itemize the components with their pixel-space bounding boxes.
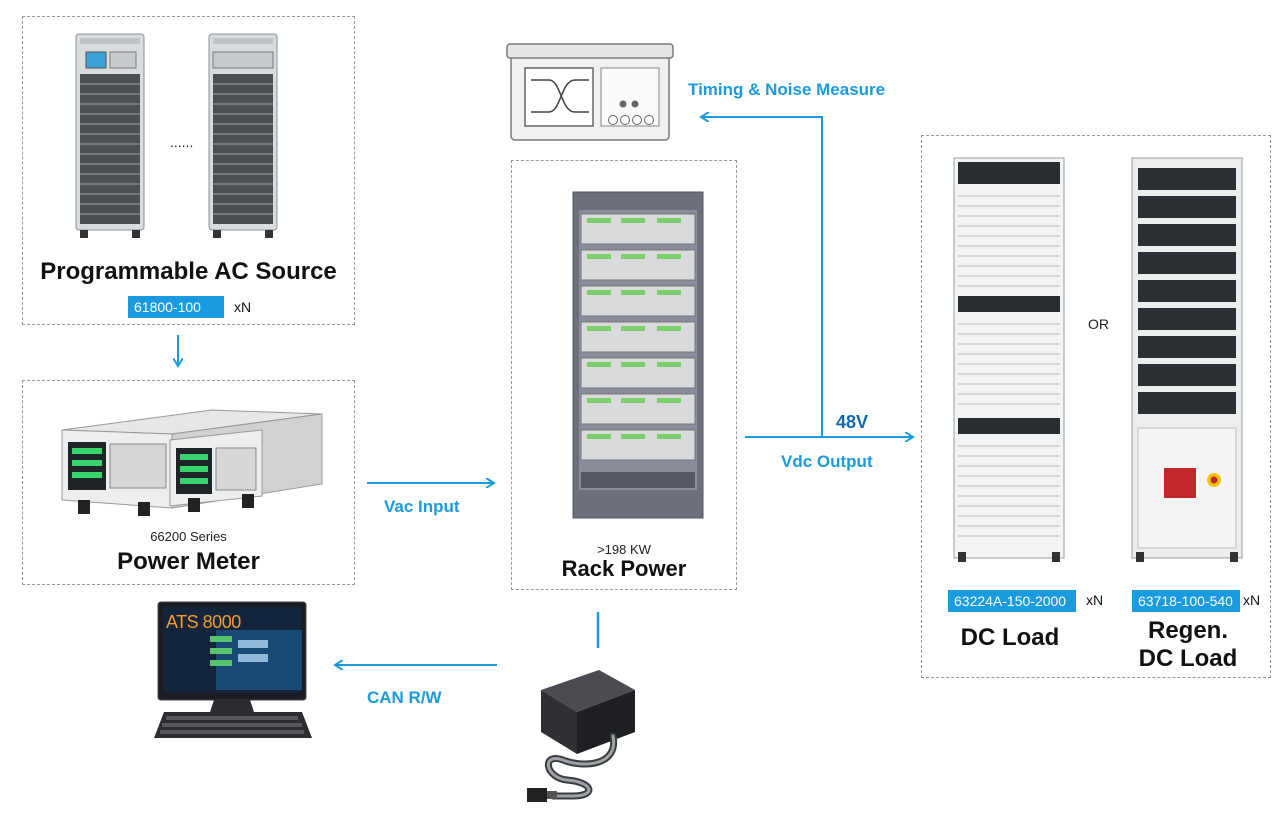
rack-power-spec: >198 KW bbox=[597, 542, 651, 557]
vdc-voltage-label: 48V bbox=[836, 412, 869, 432]
regen-load-title-line1: Regen. bbox=[1147, 617, 1228, 644]
rack-shelves bbox=[580, 213, 696, 461]
pc-screen-text: ATS 8000 bbox=[166, 612, 241, 632]
regen-dc-load-cabinet-icon bbox=[1131, 157, 1243, 562]
dc-load-model-tag: 63224A-150-2000 bbox=[948, 590, 1076, 612]
ac-source-box bbox=[22, 16, 355, 325]
power-meter-series: 66200 Series bbox=[150, 529, 227, 544]
dc-load-box bbox=[921, 135, 1271, 678]
timing-noise-label: Timing & Noise Measure bbox=[688, 80, 886, 99]
can-interface-box-icon bbox=[527, 670, 635, 802]
regen-load-title-line2: DC Load bbox=[1138, 645, 1238, 672]
can-rw-label: CAN R/W bbox=[367, 688, 442, 707]
power-meter-title: Power Meter bbox=[117, 548, 260, 575]
ac-source-model-tag: 61800-100 bbox=[128, 296, 224, 318]
regen-load-model-tag: 63718-100-540 bbox=[1132, 590, 1240, 612]
ac-source-multiplier: xN bbox=[234, 299, 252, 315]
oscilloscope-icon bbox=[506, 43, 674, 141]
ac-source-cabinet-icon-2 bbox=[208, 33, 278, 238]
pc-monitor-icon bbox=[154, 601, 312, 738]
power-meter-box bbox=[22, 380, 355, 585]
dc-load-title: DC Load bbox=[960, 624, 1060, 651]
power-meter-icon bbox=[61, 409, 323, 516]
dc-load-cabinet-icon bbox=[953, 157, 1065, 562]
rack-power-cabinet-icon bbox=[572, 191, 704, 519]
dc-load-multiplier: xN bbox=[1086, 592, 1104, 608]
ac-source-ellipsis: ...... bbox=[170, 134, 194, 150]
rack-power-box bbox=[511, 160, 737, 590]
vdc-output-label: Vdc Output bbox=[781, 452, 873, 471]
vac-input-label: Vac Input bbox=[384, 497, 460, 516]
ac-source-title: Programmable AC Source bbox=[40, 258, 337, 285]
ac-source-cabinet-icon bbox=[75, 33, 145, 238]
regen-load-multiplier: xN bbox=[1243, 592, 1261, 608]
rack-power-title: Rack Power bbox=[561, 556, 687, 581]
arrow-timing-measure bbox=[702, 117, 823, 437]
or-label: OR bbox=[1088, 316, 1109, 332]
